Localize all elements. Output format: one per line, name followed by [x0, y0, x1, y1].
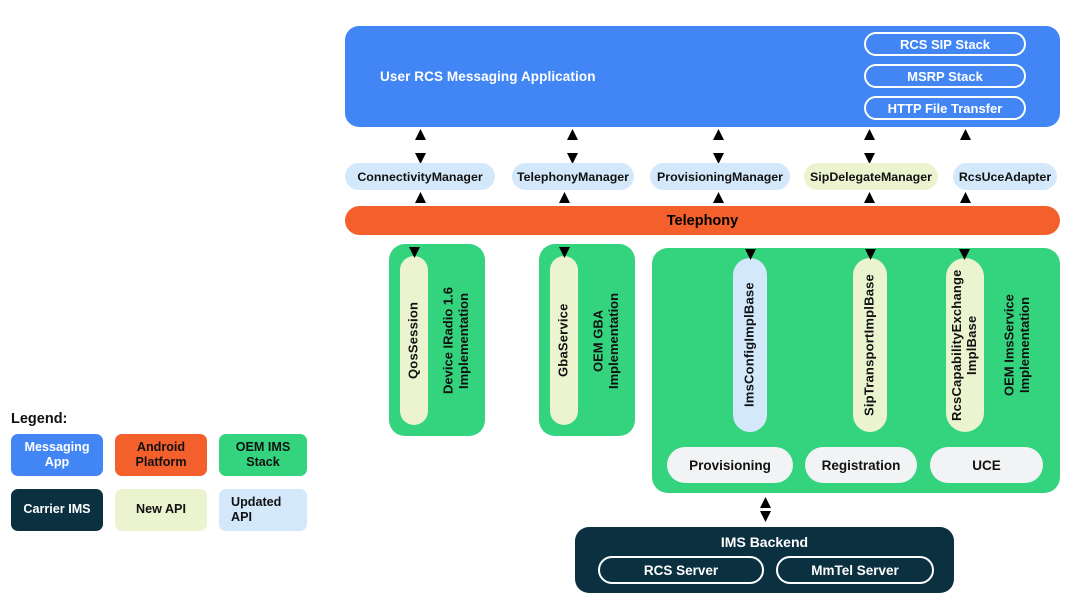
arrow-down-to-imsconfigimplbase — [744, 248, 757, 261]
capsule-qossession[interactable]: QosSession — [400, 256, 428, 425]
arrow-down-to-provisioning-manager — [712, 152, 725, 165]
backend-pill-rcs-server[interactable]: RCS Server — [598, 556, 764, 584]
legend-item-updated-api: Updated API — [219, 489, 307, 531]
arrow-up-to-app-telephony — [566, 128, 579, 141]
arrow-up-to-imsservice-from-backend — [759, 496, 772, 509]
arrow-down-to-connectivity-manager — [414, 152, 427, 165]
arrow-down-to-ims-backend — [759, 510, 772, 523]
arrow-down-to-siptransportimplbase — [864, 248, 877, 261]
arrow-up-to-app-provisioning — [712, 128, 725, 141]
backend-pill-mmtel-server[interactable]: MmTel Server — [776, 556, 934, 584]
ims-backend-title: IMS Backend — [720, 534, 809, 550]
manager-sipdelegatemanager[interactable]: SipDelegateManager — [804, 163, 938, 190]
arrow-down-to-qossession — [408, 246, 421, 259]
manager-connectivitymanager[interactable]: ConnectivityManager — [345, 163, 495, 190]
service-pill-registration[interactable]: Registration — [805, 447, 917, 483]
arrow-up-to-app-rcsuce — [959, 128, 972, 141]
service-pill-provisioning[interactable]: Provisioning — [667, 447, 793, 483]
arrow-up-provisioning-to-manager — [712, 191, 725, 204]
stack-pill-http-file-transfer[interactable]: HTTP File Transfer — [864, 96, 1026, 120]
capsule-imsconfigimplbase[interactable]: ImsConfigImplBase — [733, 258, 767, 432]
manager-rcsuceadapter[interactable]: RcsUceAdapter — [953, 163, 1057, 190]
capsule-siptransportimplbase[interactable]: SipTransportImplBase — [853, 258, 887, 432]
arrow-up-to-app-sipdelegate — [863, 128, 876, 141]
telephony-platform-bar[interactable]: Telephony — [345, 206, 1060, 235]
arrow-up-connectivity-to-manager — [414, 191, 427, 204]
manager-telephonymanager[interactable]: TelephonyManager — [512, 163, 634, 190]
capsule-rcscapabilityexchangeimplbase[interactable]: RcsCapabilityExchange ImplBase — [946, 258, 984, 432]
oem-imsservice-description: OEM ImsService Implementation — [1001, 294, 1032, 396]
arrow-down-to-sipdelegate-manager — [863, 152, 876, 165]
stack-pill-rcs-sip-stack[interactable]: RCS SIP Stack — [864, 32, 1026, 56]
arrow-down-to-gbaservice — [558, 246, 571, 259]
oem-qos-description: Device IRadio 1.6 Implementation — [440, 287, 471, 394]
capsule-gbaservice[interactable]: GbaService — [550, 256, 578, 425]
legend-item-android-platform: Android Platform — [115, 434, 207, 476]
arrow-down-to-telephony-manager — [566, 152, 579, 165]
legend-item-carrier-ims: Carrier IMS — [11, 489, 103, 531]
service-pill-uce[interactable]: UCE — [930, 447, 1043, 483]
arrow-up-to-app-connectivity — [414, 128, 427, 141]
manager-provisioningmanager[interactable]: ProvisioningManager — [650, 163, 790, 190]
app-layer-title: User RCS Messaging Application — [380, 68, 596, 84]
arrow-up-sipdelegate-to-manager — [863, 191, 876, 204]
legend-item-messaging-app: Messaging App — [11, 434, 103, 476]
arrow-up-rcsuce-to-manager — [959, 191, 972, 204]
legend-title: Legend: — [11, 411, 68, 427]
stack-pill-msrp-stack[interactable]: MSRP Stack — [864, 64, 1026, 88]
oem-gba-description: OEM GBA Implementation — [590, 292, 621, 389]
legend-item-oem-ims-stack: OEM IMS Stack — [219, 434, 307, 476]
legend-item-new-api: New API — [115, 489, 207, 531]
arrow-down-to-rcscapabilityexchange — [958, 248, 971, 261]
arrow-up-telephony-to-manager — [558, 191, 571, 204]
